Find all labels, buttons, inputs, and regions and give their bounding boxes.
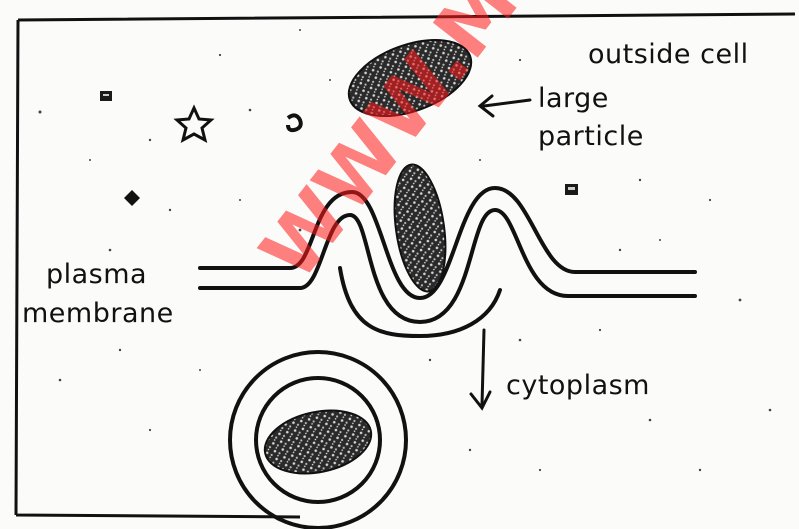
- label-plasma: plasma: [46, 259, 147, 290]
- watermark: WWW.M: [244, 0, 536, 297]
- swirl-molecule: [288, 115, 301, 130]
- label-outside-cell: outside cell: [588, 39, 749, 70]
- label-large: large: [538, 83, 609, 114]
- label-cytoplasm: cytoplasm: [506, 370, 650, 401]
- cytoplasm-arrow: [482, 330, 484, 405]
- label-particle: particle: [538, 121, 644, 152]
- label-membrane: membrane: [22, 298, 174, 329]
- vesicle: [230, 352, 406, 528]
- star-molecule: [177, 108, 211, 140]
- large-particle-arrow: [484, 100, 530, 106]
- vesicle-particle: [259, 401, 377, 482]
- diamond-molecule: [124, 190, 140, 206]
